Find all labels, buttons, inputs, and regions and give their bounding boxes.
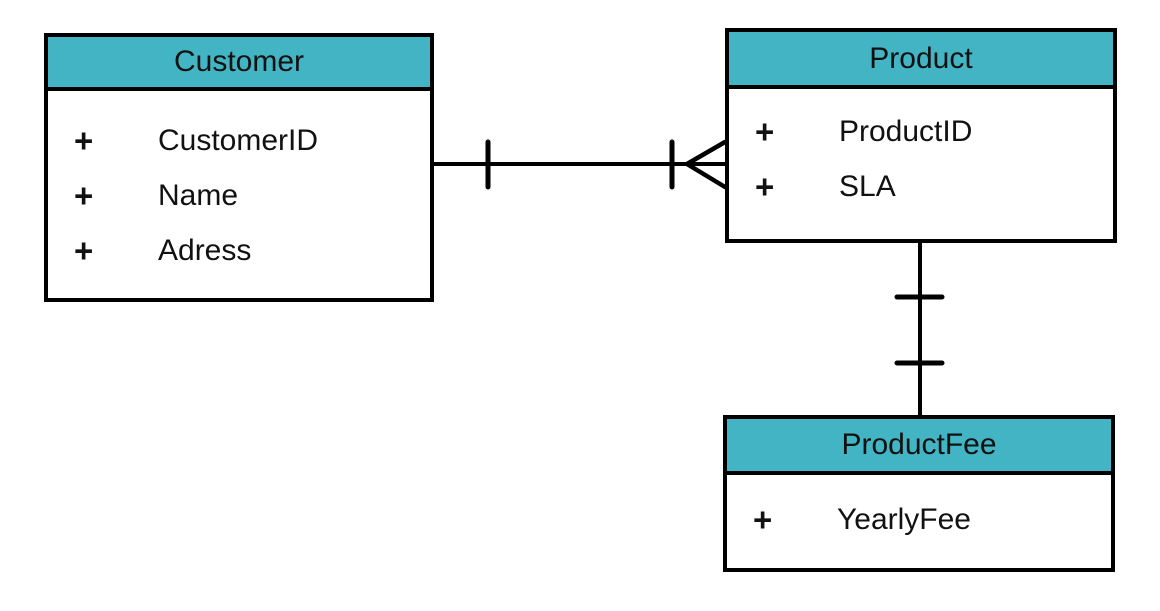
entity-productfee-fields: + YearlyFee bbox=[727, 475, 1111, 547]
field-name: SLA bbox=[839, 169, 896, 203]
entity-product: Product + ProductID + SLA bbox=[725, 28, 1117, 243]
entity-title: Product bbox=[869, 42, 973, 75]
entity-productfee: ProductFee + YearlyFee bbox=[723, 415, 1115, 572]
field-row: + Adress bbox=[48, 223, 430, 278]
field-row: + CustomerID bbox=[48, 113, 430, 168]
field-row: + Name bbox=[48, 168, 430, 223]
field-name: YearlyFee bbox=[837, 502, 971, 536]
key-plus-icon: + bbox=[753, 500, 773, 538]
entity-title: Customer bbox=[173, 45, 305, 78]
field-name: Adress bbox=[158, 233, 252, 267]
crow-foot-many-icon bbox=[684, 139, 728, 190]
field-row: + ProductID bbox=[729, 104, 1113, 159]
entity-product-fields: + ProductID + SLA bbox=[729, 89, 1113, 214]
entity-customer-fields: + CustomerID + Name + Adress bbox=[48, 91, 430, 278]
entity-product-header: Product bbox=[729, 32, 1113, 89]
entity-customer-header: Customer bbox=[48, 37, 430, 91]
key-plus-icon: + bbox=[755, 167, 775, 205]
entity-customer: Customer + CustomerID + Name + Adress bbox=[44, 33, 434, 302]
field-name: Name bbox=[158, 178, 239, 212]
key-plus-icon: + bbox=[755, 112, 775, 150]
key-plus-icon: + bbox=[74, 176, 94, 214]
entity-title: ProductFee bbox=[841, 428, 997, 461]
key-plus-icon: + bbox=[74, 121, 94, 159]
relationship-product-productfee bbox=[894, 241, 945, 417]
field-row: + YearlyFee bbox=[727, 492, 1111, 547]
entity-productfee-header: ProductFee bbox=[727, 419, 1111, 475]
field-name: CustomerID bbox=[158, 123, 319, 157]
field-name: ProductID bbox=[839, 114, 973, 148]
key-plus-icon: + bbox=[74, 231, 94, 269]
relationship-customer-product bbox=[432, 139, 728, 190]
field-row: + SLA bbox=[729, 159, 1113, 214]
